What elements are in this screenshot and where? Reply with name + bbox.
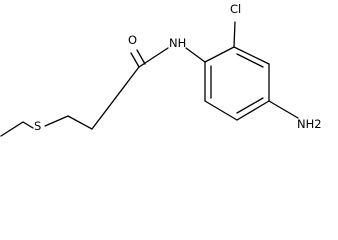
ring-inner-bond-c4-c5 [236, 97, 264, 114]
bond-ch2-carbonyl [91, 66, 140, 130]
ring-bond-c2-c3 [233, 46, 270, 65]
bond-ch2-ch2 [67, 115, 93, 130]
bond-carbonyl-oxygen-1 [130, 52, 140, 68]
bond-carbonyl-nitrogen [138, 47, 169, 68]
ring-bond-c1-c2 [204, 46, 235, 63]
bond-ch3-ch2 [0, 121, 24, 137]
bond-ring-chlorine [233, 21, 236, 48]
ring-bond-c5-c6 [204, 100, 238, 121]
bond-s-ch2 [44, 115, 69, 127]
bond-ring-amine [268, 100, 299, 119]
ring-inner-bond-c2-c3 [236, 53, 264, 68]
oxygen-label: O [128, 33, 137, 47]
amine-nh2-label: NH2 [297, 117, 322, 131]
bond-ch2-s [22, 121, 34, 129]
bond-nitrogen-ring [185, 47, 206, 63]
ring-bond-c4-c5 [236, 100, 270, 121]
bond-carbonyl-oxygen-2 [136, 49, 146, 65]
chlorine-label: Cl [230, 2, 241, 16]
chemical-structure: O NH Cl S NH2 [0, 2, 322, 137]
sulfur-label: S [34, 119, 41, 133]
amide-nh-label: NH [169, 36, 186, 50]
